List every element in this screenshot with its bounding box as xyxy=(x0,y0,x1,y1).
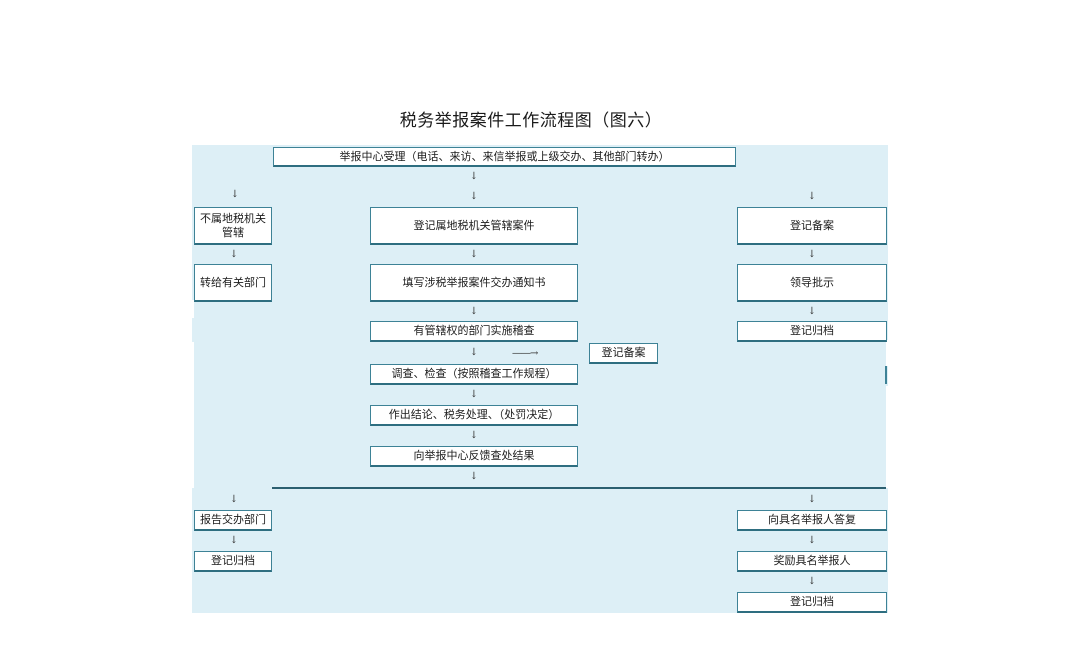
arrow-down-icon: ↓ xyxy=(469,191,479,202)
node-archive-right-top: 登记归档 xyxy=(737,321,887,342)
arrow-down-icon: ↓ xyxy=(807,576,817,587)
arrow-down-icon: ↓ xyxy=(469,249,479,260)
node-archive-left: 登记归档 xyxy=(194,551,272,572)
node-conclusion: 作出结论、税务处理、（处罚决定） xyxy=(370,405,578,426)
node-register-file-mid: 登记备案 xyxy=(589,343,658,364)
panel-edge xyxy=(192,300,194,318)
node-fill-notice: 填写涉税举报案件交办通知书 xyxy=(370,264,578,302)
arrow-down-icon: ↓ xyxy=(807,306,817,317)
arrow-down-icon: ↓ xyxy=(469,306,479,317)
node-reward: 奖励具名举报人 xyxy=(737,551,887,572)
arrow-down-icon: ↓ xyxy=(469,389,479,400)
node-transfer-dept: 转给有关部门 xyxy=(194,264,272,302)
node-leader: 领导批示 xyxy=(737,264,887,302)
arrow-down-icon: ↓ xyxy=(469,430,479,441)
arrow-down-icon: ↓ xyxy=(807,535,817,546)
arrow-down-icon: ↓ xyxy=(807,494,817,505)
node-report-dept: 报告交办部门 xyxy=(194,510,272,531)
node-register-case: 登记属地税机关管辖案件 xyxy=(370,207,578,245)
arrow-down-icon: ↓ xyxy=(230,189,240,200)
arrow-down-icon: ↓ xyxy=(807,191,817,202)
arrow-down-icon: ↓ xyxy=(229,494,239,505)
node-investigate: 调查、检查（按照稽查工作规程） xyxy=(370,364,578,385)
diagram-title: 税务举报案件工作流程图（图六） xyxy=(399,111,663,131)
panel-edge-mark xyxy=(885,366,887,384)
node-register-file-right: 登记备案 xyxy=(737,207,887,245)
node-reply: 向具名举报人答复 xyxy=(737,510,887,531)
arrow-down-icon: ↓ xyxy=(807,249,817,260)
arrow-down-icon: ↓ xyxy=(469,471,479,482)
arrow-down-icon: ↓ xyxy=(229,249,239,260)
panel-edge xyxy=(886,340,888,366)
panel-edge xyxy=(192,342,194,488)
node-not-jurisdiction: 不属地税机关管辖 xyxy=(194,207,272,245)
arrow-down-icon: ↓ xyxy=(469,171,479,182)
arrow-right-icon: ——→ xyxy=(512,348,538,359)
node-feedback: 向举报中心反馈查处结果 xyxy=(370,446,578,467)
node-archive-right-bottom: 登记归档 xyxy=(737,592,887,613)
arrow-down-icon: ↓ xyxy=(469,347,479,358)
panel-edge xyxy=(886,386,888,488)
split-line xyxy=(272,487,886,489)
node-intake: 举报中心受理（电话、来访、来信举报或上级交办、其他部门转办） xyxy=(273,147,736,167)
node-dept-check: 有管辖权的部门实施稽查 xyxy=(370,321,578,342)
arrow-down-icon: ↓ xyxy=(229,535,239,546)
